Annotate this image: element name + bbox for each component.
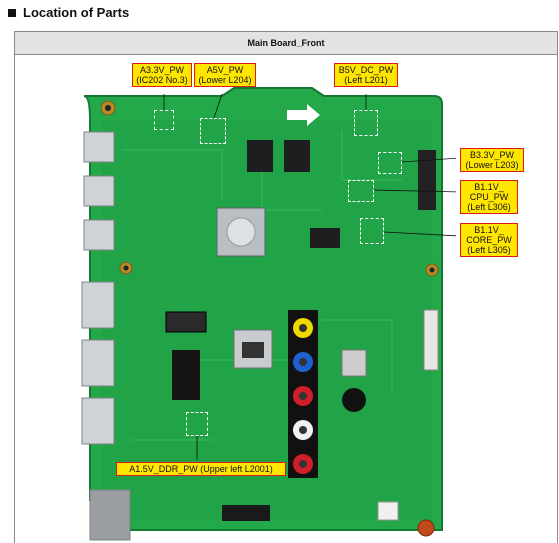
pcb-body bbox=[83, 87, 443, 531]
rca-jacks bbox=[288, 310, 318, 478]
section-title: Location of Parts bbox=[8, 5, 129, 20]
target-b5v bbox=[354, 110, 378, 136]
center-hdmi-port bbox=[165, 311, 207, 333]
section-title-text: Location of Parts bbox=[23, 5, 130, 20]
callout-b11cpu: B1.1V_ CPU_PW (Left L306) bbox=[460, 180, 518, 214]
target-a33v bbox=[154, 110, 174, 130]
callout-b33v: B3.3V_PW (Lower L203) bbox=[460, 148, 524, 172]
white-connector bbox=[377, 501, 399, 521]
callout-a15ddr: A1.5V_DDR_PW (Upper left L2001) bbox=[116, 462, 286, 476]
callout-b11core: B1.1V_ CORE_PW (Left L305) bbox=[460, 223, 518, 257]
square-bullet-icon bbox=[8, 8, 16, 17]
target-b11cpu bbox=[348, 180, 374, 202]
callout-a33v: A3.3V_PW (IC202 No.3) bbox=[132, 63, 192, 87]
left-connectors bbox=[81, 131, 131, 541]
right-connector bbox=[418, 150, 436, 210]
bottom-slot bbox=[222, 505, 270, 521]
lvds-connector bbox=[423, 309, 439, 371]
optical-port bbox=[341, 349, 367, 377]
callout-a5v: A5V_PW (Lower L204) bbox=[194, 63, 256, 87]
figure-title: Main Board_Front bbox=[15, 32, 557, 55]
callout-b5v: B5V_DC_PW (Left L201) bbox=[334, 63, 398, 87]
target-b11core bbox=[360, 218, 384, 244]
figure-frame: Main Board_Front bbox=[14, 31, 558, 543]
mounting-holes bbox=[100, 100, 439, 537]
black-connector bbox=[172, 350, 200, 400]
pcb-illustration bbox=[81, 87, 443, 541]
target-a15ddr bbox=[186, 412, 208, 436]
target-a5v bbox=[200, 118, 226, 144]
target-b33v bbox=[378, 152, 402, 174]
memory-chips bbox=[247, 140, 340, 248]
headphone-jack bbox=[342, 388, 366, 412]
direction-arrow-icon bbox=[287, 104, 320, 126]
